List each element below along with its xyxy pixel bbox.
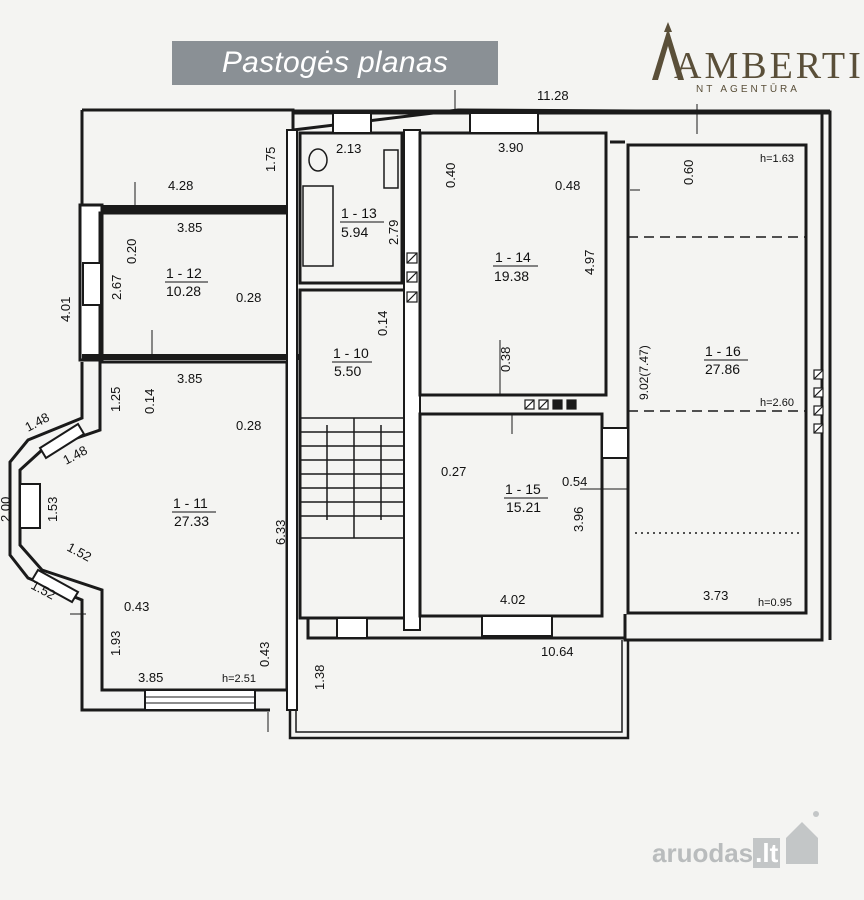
aruodas-house-icon	[786, 811, 819, 864]
balcony	[288, 640, 630, 740]
outer-wall	[80, 108, 832, 205]
window-1-12	[82, 262, 102, 306]
dim-193: 1.93	[108, 631, 123, 656]
dim-028b: 0.28	[236, 418, 261, 433]
room-1-15-id: 1 - 15	[505, 481, 541, 497]
watermark-suffix: .lt	[753, 838, 781, 868]
dim-175: 1.75	[263, 147, 278, 172]
dim-402: 4.02	[500, 592, 525, 607]
brand-logo: AMBERTI NT AGENTŪRA	[648, 22, 861, 102]
vent-icons	[406, 252, 824, 434]
room-1-16-id: 1 - 16	[705, 343, 741, 359]
dim-138: 1.38	[312, 665, 327, 690]
dim-125: 1.25	[108, 387, 123, 412]
dim-390: 3.90	[498, 140, 523, 155]
dim-040: 0.40	[443, 163, 458, 188]
room-1-14-id: 1 - 14	[495, 249, 531, 265]
room-1-11-area: 27.33	[174, 513, 209, 529]
dim-038: 0.38	[498, 347, 513, 372]
watermark-text: aruodas	[652, 838, 754, 868]
dim-267: 2.67	[109, 275, 124, 300]
dim-213: 2.13	[336, 141, 361, 156]
brand-name: AMBERTI	[674, 45, 864, 87]
dim-279: 2.79	[386, 220, 401, 245]
staircase	[299, 417, 409, 539]
room-1-12-area: 10.28	[166, 283, 201, 299]
dim-385c: 3.85	[138, 670, 163, 685]
dim-396: 3.96	[571, 507, 586, 532]
dim-902: 9.02(7.47)	[637, 345, 651, 400]
dim-633: 6.33	[273, 520, 288, 545]
aruodas-watermark: aruodas.lt	[652, 838, 781, 869]
plan-title: Pastogės planas	[221, 46, 449, 79]
room-1-13-id: 1 - 13	[341, 205, 377, 221]
height-260: h=2.60	[760, 397, 794, 409]
dim-043a: 0.43	[124, 599, 149, 614]
height-251: h=2.51	[222, 673, 256, 685]
dim-top-total: 11.28	[537, 88, 569, 103]
bay-window-left	[19, 483, 41, 529]
room-1-10-id: 1 - 10	[333, 345, 369, 361]
room-1-10-area: 5.50	[334, 363, 361, 379]
amberti-logo-mark	[652, 22, 684, 80]
dim-153: 1.53	[45, 497, 60, 522]
dim-373: 3.73	[703, 588, 728, 603]
room-1-16-area: 27.86	[705, 361, 740, 377]
dim-385a: 3.85	[177, 220, 202, 235]
dim-200: 2.00	[0, 497, 13, 522]
room-1-12-id: 1 - 12	[166, 265, 202, 281]
dim-497: 4.97	[582, 250, 597, 275]
room-1-13-area: 5.94	[341, 224, 368, 240]
dim-028a: 0.28	[236, 290, 261, 305]
height-095: h=0.95	[758, 597, 792, 609]
dim-020: 0.20	[124, 239, 139, 264]
dim-048: 0.48	[555, 178, 580, 193]
dim-385b: 3.85	[177, 371, 202, 386]
brand-subtitle: NT AGENTŪRA	[696, 84, 800, 95]
dim-428: 4.28	[168, 178, 193, 193]
title-banner: Pastogės planas	[172, 41, 498, 85]
room-1-11-id: 1 - 11	[173, 495, 208, 511]
room-1-14-area: 19.38	[494, 268, 529, 284]
dim-bottom-total: 10.64	[541, 644, 574, 659]
dim-014a: 0.14	[375, 311, 390, 336]
dim-152a: 1.52	[65, 539, 94, 564]
dim-054: 0.54	[562, 474, 587, 489]
height-163: h=1.63	[760, 153, 794, 165]
dim-027: 0.27	[441, 464, 466, 479]
dim-014b: 0.14	[142, 389, 157, 414]
dim-060: 0.60	[681, 160, 696, 185]
dim-043b: 0.43	[257, 642, 272, 667]
room-1-15-area: 15.21	[506, 499, 541, 515]
dim-401: 4.01	[58, 297, 73, 322]
